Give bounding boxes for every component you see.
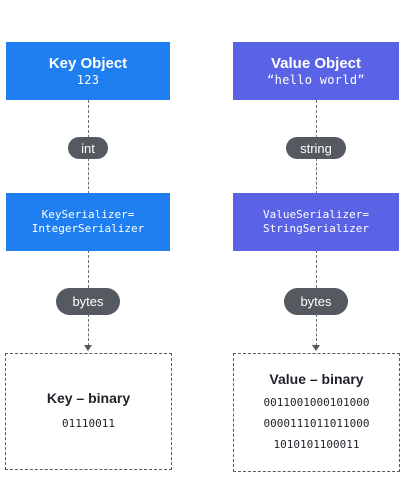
value-type-label: string (300, 140, 332, 156)
key-type-label: int (81, 140, 95, 156)
value-serializer-box: ValueSerializer= StringSerializer (233, 193, 399, 251)
key-connector-2 (88, 158, 89, 194)
value-binary-line: 0000111011011000 (263, 417, 370, 430)
value-bytes-label: bytes (300, 294, 332, 309)
key-serializer-box: KeySerializer= IntegerSerializer (6, 193, 170, 251)
key-object-title: Key Object (48, 54, 128, 72)
value-serializer-line1: ValueSerializer= (263, 208, 369, 221)
key-object-box: Key Object 123 (6, 42, 170, 100)
value-binary-line: 0011001000101000 (263, 396, 370, 409)
key-bytes-label: bytes (72, 294, 104, 309)
value-binary-line: 1010101100011 (273, 438, 360, 451)
key-serializer-line1: KeySerializer= (41, 208, 135, 221)
key-binary-line: 01110011 (62, 417, 115, 430)
value-connector-3 (316, 250, 317, 288)
value-object-title: Value Object (270, 54, 362, 72)
value-object-box: Value Object “hello world” (233, 42, 399, 100)
value-binary-title: Value – binary (269, 371, 364, 387)
value-object-value: “hello world” (267, 72, 365, 87)
value-bytes-pill: bytes (284, 288, 348, 315)
value-connector-1 (316, 100, 317, 138)
key-bytes-pill: bytes (56, 288, 120, 315)
key-connector-3 (88, 250, 89, 288)
value-connector-2 (316, 158, 317, 194)
key-type-pill: int (68, 137, 108, 159)
key-serializer-line2: IntegerSerializer (31, 222, 145, 235)
key-binary-box: Key – binary 01110011 (5, 353, 172, 470)
key-connector-4 (88, 314, 89, 346)
value-type-pill: string (286, 137, 346, 159)
key-arrow-head (84, 345, 92, 351)
value-binary-box: Value – binary 0011001000101000 00001110… (233, 353, 400, 472)
value-serializer-line2: StringSerializer (263, 222, 369, 235)
key-connector-1 (88, 100, 89, 138)
value-connector-4 (316, 314, 317, 346)
key-binary-title: Key – binary (46, 390, 131, 406)
key-object-value: 123 (76, 72, 100, 87)
value-arrow-head (312, 345, 320, 351)
